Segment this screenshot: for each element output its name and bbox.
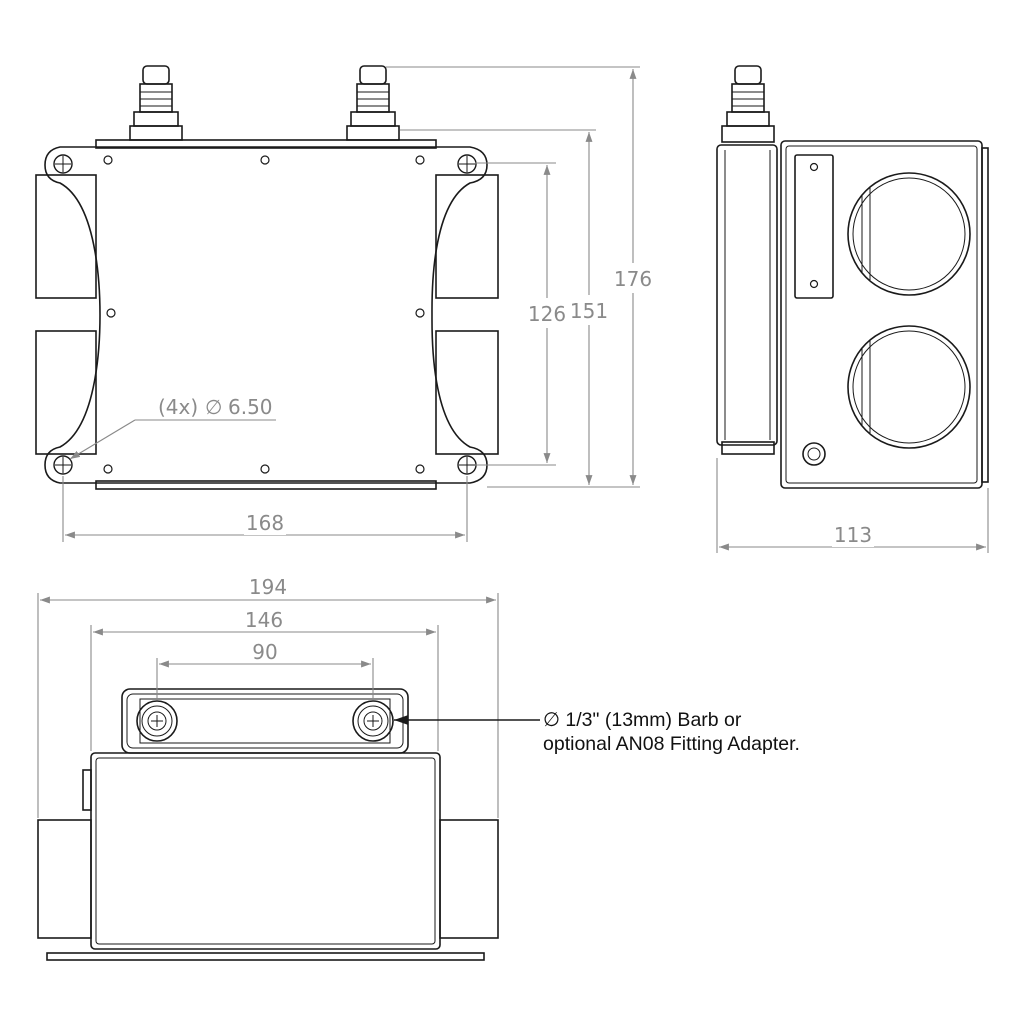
plate-screws xyxy=(103,155,425,474)
dim-126-label: 126 xyxy=(528,302,566,326)
dim-113-label: 113 xyxy=(834,523,872,547)
side-port-lower xyxy=(847,325,971,449)
hole-callout-value: 6.50 xyxy=(228,395,273,419)
front-base-plate xyxy=(46,952,485,961)
top-view: 126 151 176 168 (4x) ∅ 6.50 xyxy=(35,65,652,542)
mounting-hole-tr xyxy=(457,154,477,174)
dim-151-label: 151 xyxy=(570,299,608,323)
barb-fitting-left xyxy=(129,65,183,141)
mounting-hole-tl xyxy=(53,154,73,174)
bottom-flange xyxy=(95,480,437,490)
dim-168-label: 168 xyxy=(246,511,284,535)
side-mount-plate xyxy=(794,154,834,299)
barb-fitting-right xyxy=(346,65,400,141)
dim-90-label: 90 xyxy=(252,640,277,664)
left-upper-tank xyxy=(35,174,97,299)
hole-callout-diameter-symbol: ∅ xyxy=(205,395,222,419)
top-flange xyxy=(95,139,437,149)
hole-callout-count: (4x) xyxy=(158,395,198,419)
dim-176-label: 176 xyxy=(614,267,652,291)
side-port-upper xyxy=(847,172,971,296)
barb-note-line1: ∅ 1/3" (13mm) Barb or xyxy=(543,709,742,731)
right-upper-tank xyxy=(435,174,499,299)
front-right-tank xyxy=(439,819,499,939)
front-barb-fitting-left xyxy=(136,700,178,742)
front-barb-fitting-right xyxy=(352,700,394,742)
mounting-hole-bl xyxy=(53,455,73,475)
side-view: 113 xyxy=(716,65,989,553)
side-barb-fitting xyxy=(721,65,775,143)
dim-146-label: 146 xyxy=(245,608,283,632)
barb-note-line2: optional AN08 Fitting Adapter. xyxy=(543,733,800,755)
front-left-tank xyxy=(37,819,92,939)
hole-callout-leader xyxy=(69,419,136,460)
mounting-plate xyxy=(44,146,488,484)
side-flange xyxy=(981,147,989,483)
front-side-knob xyxy=(82,769,92,811)
left-lower-tank xyxy=(35,330,97,455)
side-drain-plug xyxy=(802,442,826,466)
dim-194-label: 194 xyxy=(249,575,287,599)
right-lower-tank xyxy=(435,330,499,455)
front-view: 194 146 90 ∅ 1/3" (13mm) Barb or optiona… xyxy=(37,575,800,961)
side-slim-tank xyxy=(716,144,778,446)
mounting-hole-br xyxy=(457,455,477,475)
front-housing xyxy=(90,752,441,950)
side-tank-base xyxy=(721,441,775,455)
